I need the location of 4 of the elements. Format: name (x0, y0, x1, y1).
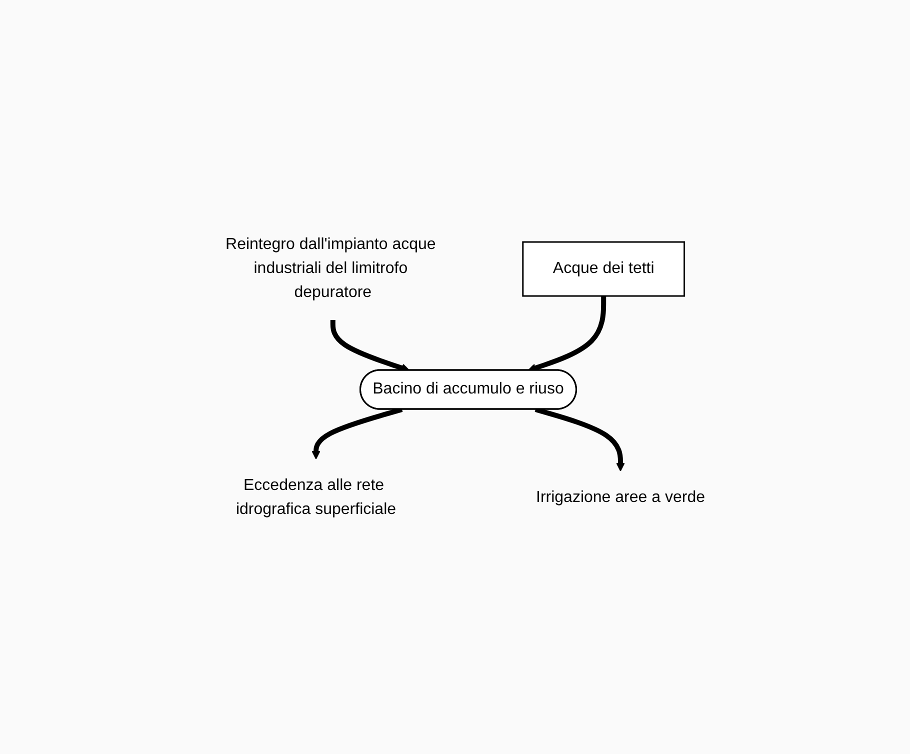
node-text: Eccedenza alle rete idrografica superficiale (235, 476, 396, 518)
node-text: Reintegro dall'impianto acque industriali del limitrofo depuratore (225, 236, 436, 300)
node-box: Acque dei tetti (522, 240, 685, 296)
node-text: Irrigazione aree a verde (536, 488, 704, 506)
